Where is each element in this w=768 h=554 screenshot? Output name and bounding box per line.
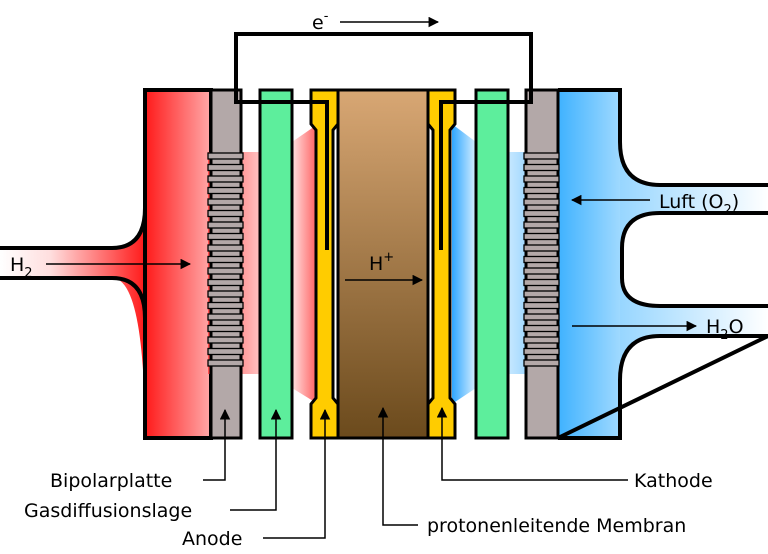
air-channel-outline: [557, 88, 768, 440]
cathode-channels: [523, 152, 560, 367]
channel-rib: [207, 221, 244, 229]
anode-electrode: [309, 88, 340, 440]
channel-rib: [523, 244, 560, 252]
hydrogen-inlet-outline-bottom: [0, 276, 147, 319]
air-label: Luft (O2): [659, 191, 739, 218]
channel-rib: [523, 221, 560, 229]
leader-anode: [263, 408, 331, 539]
channel-rib: [523, 324, 560, 333]
cathode-electrode: [426, 88, 457, 440]
anode-channels: [207, 152, 244, 367]
channel-rib: [207, 313, 244, 321]
leader-gas-diffusion-layer: [230, 408, 282, 511]
leader-membrane: [377, 406, 418, 526]
channel-rib: [207, 186, 244, 195]
channel-rib: [523, 163, 560, 172]
hydrogen-label: H2: [10, 254, 33, 281]
anode-gas-fan: [292, 124, 318, 404]
channel-rib: [207, 347, 244, 356]
channel-rib: [207, 232, 244, 241]
cathode-flow-field: [558, 90, 620, 438]
leader-cathode: [436, 406, 628, 481]
bipolar-plate-anode: [209, 88, 243, 440]
channel-rib: [207, 175, 244, 183]
gas-diffusion-layer-anode: [258, 88, 294, 440]
channel-rib: [207, 163, 244, 172]
leader-lines: [203, 406, 628, 539]
bipolar-plate-label: Bipolarplatte: [50, 470, 172, 492]
channel-rib: [523, 267, 560, 275]
channel-rib: [523, 301, 560, 310]
channel-rib: [207, 301, 244, 310]
channel-rib: [523, 198, 560, 206]
anode-label: Anode: [182, 528, 242, 550]
channel-rib: [523, 209, 560, 218]
channel-rib: [523, 152, 560, 160]
channel-rib: [523, 290, 560, 298]
bipolar-plate-cathode: [524, 88, 560, 440]
external-circuit: [234, 32, 533, 250]
channel-rib: [207, 244, 244, 252]
channel-rib: [207, 359, 244, 367]
channel-rib: [523, 313, 560, 321]
channel-rib: [523, 232, 560, 241]
channel-rib: [207, 255, 244, 264]
channel-rib: [523, 278, 560, 287]
cathode-label: Kathode: [634, 470, 713, 492]
channel-rib: [207, 152, 244, 160]
cathode-gas-fan: [452, 124, 476, 404]
channel-rib: [207, 267, 244, 275]
leader-bipolar-plate: [203, 408, 231, 481]
channel-rib: [207, 198, 244, 206]
hydrogen-inlet: [0, 200, 145, 440]
channel-rib: [523, 175, 560, 183]
channel-rib: [523, 186, 560, 195]
gas-diffusion-layer-label: Gasdiffusionslage: [24, 500, 192, 522]
channel-rib: [207, 336, 244, 344]
channel-rib: [523, 359, 560, 367]
electron-label: e-: [312, 9, 329, 34]
channel-rib: [523, 347, 560, 356]
membrane: [336, 88, 430, 440]
channel-rib: [207, 278, 244, 287]
channel-rib: [207, 324, 244, 333]
channel-rib: [523, 255, 560, 264]
water-label: H2O: [706, 316, 744, 343]
hydrogen-inlet-outline-top: [0, 207, 147, 250]
membrane-label: protonenleitende Membran: [427, 515, 686, 537]
proton-label: H+: [369, 250, 394, 275]
gas-diffusion-layer-cathode: [474, 88, 510, 440]
channel-rib: [523, 336, 560, 344]
channel-rib: [207, 290, 244, 298]
channel-rib: [207, 209, 244, 218]
